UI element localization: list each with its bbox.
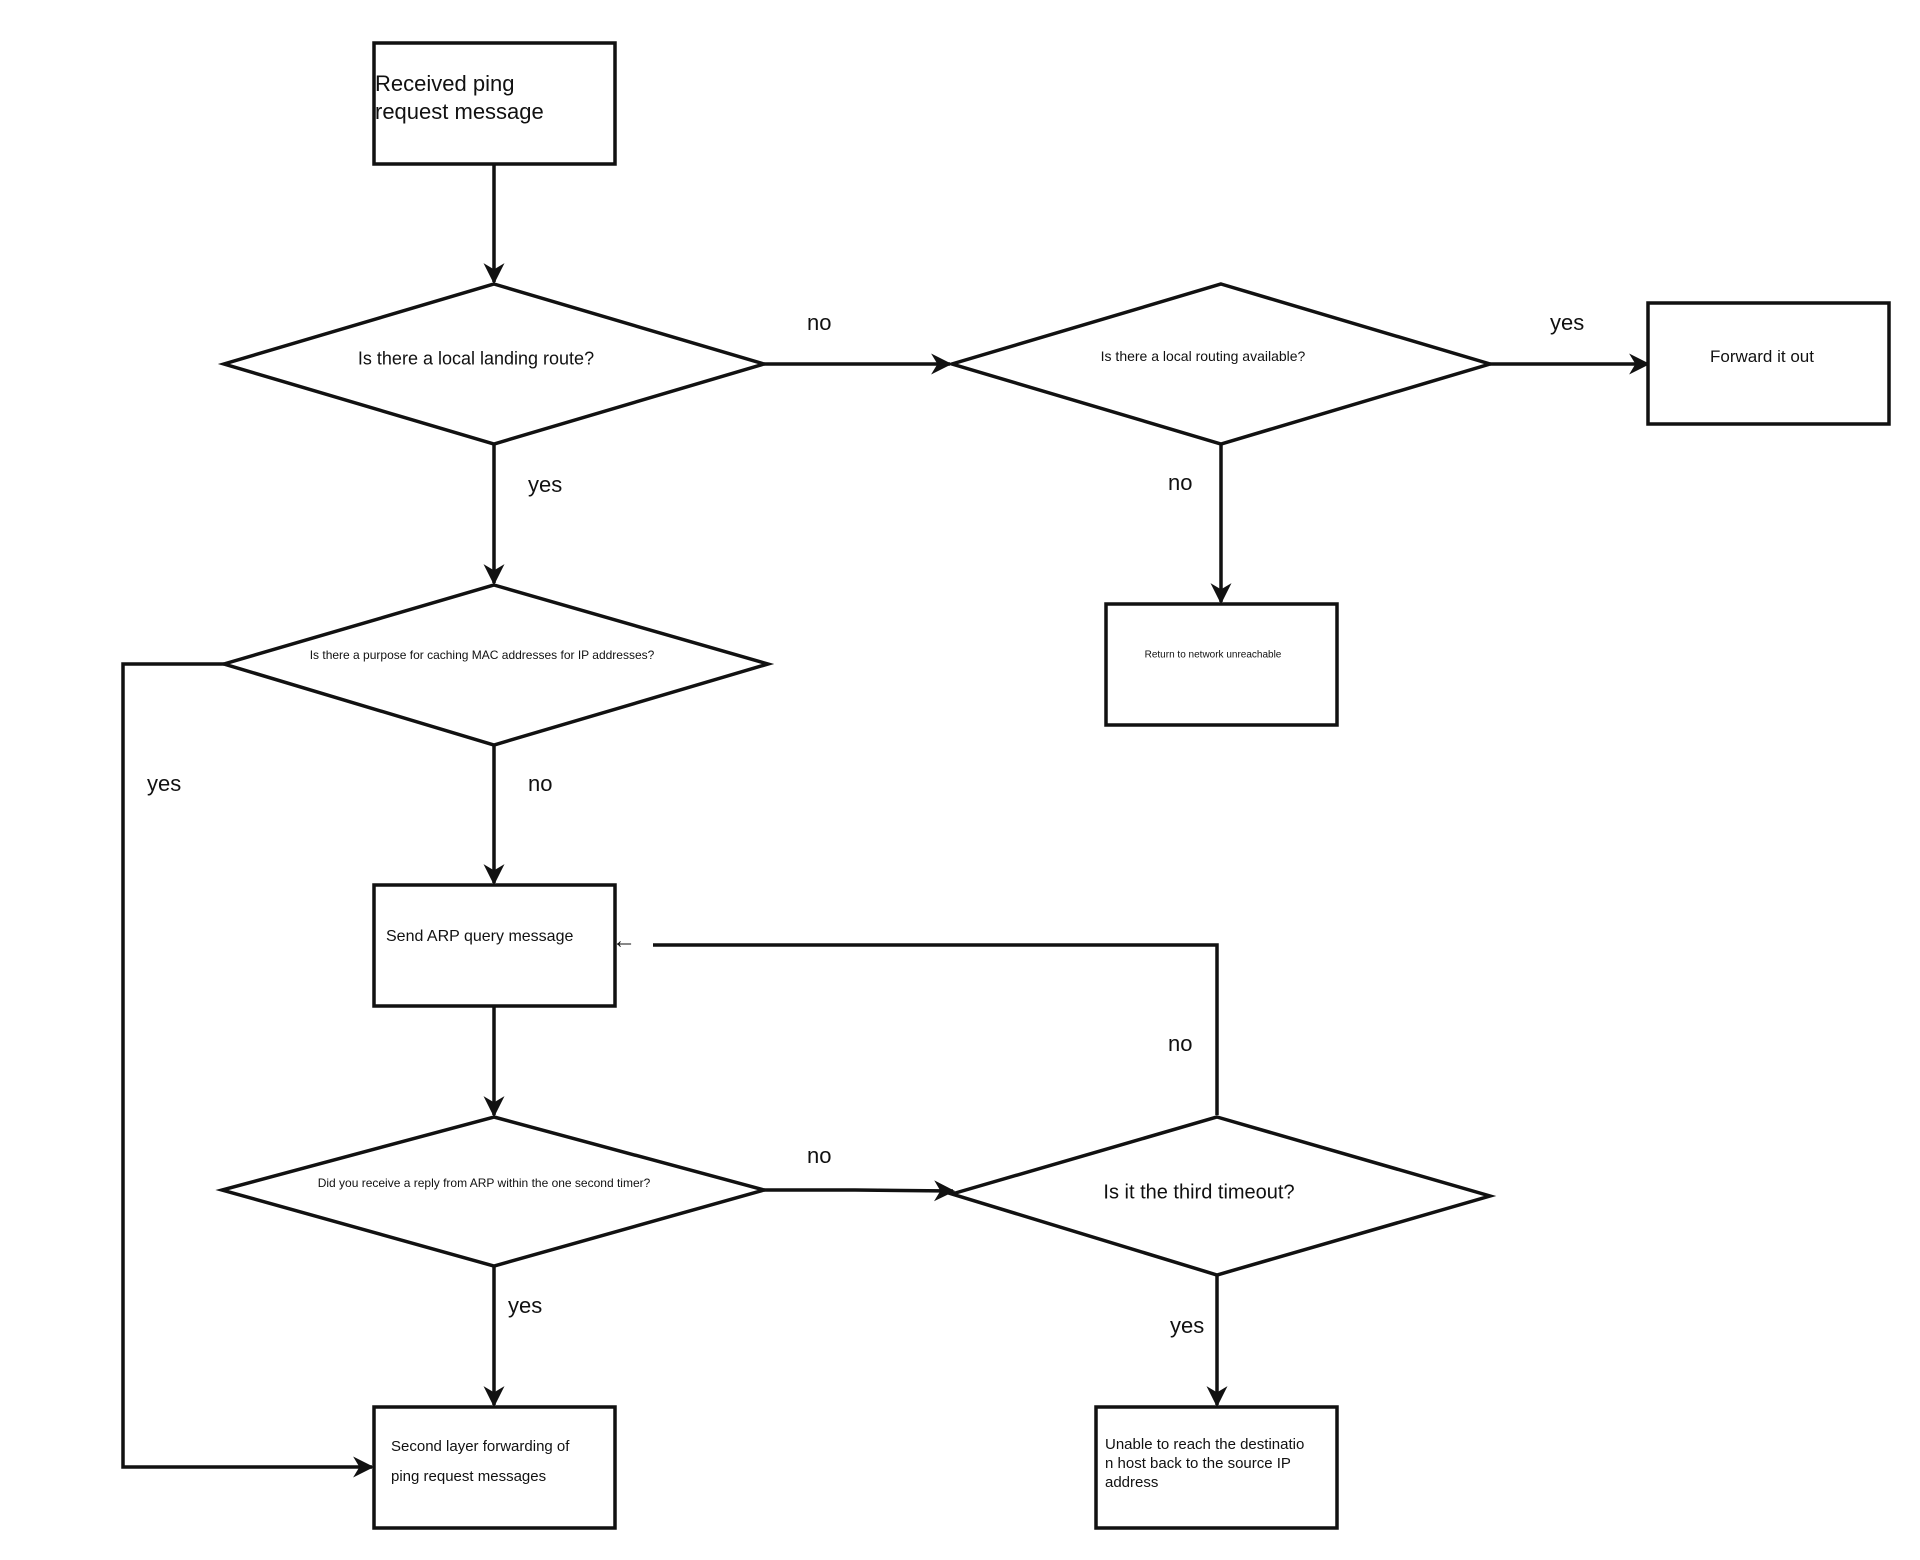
node-send-arp-label: Send ARP query message <box>386 928 574 945</box>
edge-label-cache-no: no <box>528 771 553 796</box>
node-send-arp-box <box>372 883 617 1008</box>
node-third-timeout-diamond <box>945 1115 1497 1277</box>
edge-label-timeout-yes: yes <box>1170 1313 1205 1338</box>
loop-arrow-icon: ← <box>612 927 636 954</box>
node-cannot-reach-box <box>1094 1405 1339 1530</box>
node-cannot-reach-label: Unable to reach the destinatio n host ba… <box>1105 1436 1305 1491</box>
node-forward-box <box>1646 301 1891 426</box>
edge-label-reply-no: no <box>807 1143 832 1168</box>
connector-cache-yes <box>121 662 375 1478</box>
edge-label-reply-yes: yes <box>508 1293 543 1318</box>
edge-label-timeout-no: no <box>1168 1031 1193 1056</box>
node-local-routing-label: Is there a local routing available? <box>1100 348 1306 364</box>
node-cache-diamond <box>217 583 775 747</box>
node-arp-reply-diamond <box>215 1115 771 1268</box>
node-local-routing-diamond <box>945 282 1497 446</box>
edge-label-routing-yes: yes <box>1550 310 1585 335</box>
node-l2-forward-label: Second layer forwarding of ping request … <box>391 1438 570 1485</box>
node-third-timeout-label: Is it the third timeout? <box>1103 1181 1295 1204</box>
edge-label-landing-yes: yes <box>528 472 563 497</box>
edge-label-routing-no: no <box>1168 470 1193 495</box>
connector-reply-no <box>764 1180 956 1202</box>
node-l2-forward-box <box>372 1405 617 1530</box>
node-unreachable-label: Return to network unreachable <box>1144 649 1282 661</box>
node-local-landing-diamond <box>217 282 771 446</box>
connector-timeout-no <box>653 943 1219 1115</box>
edge-label-cache-yes: yes <box>147 771 182 796</box>
node-cache-label: Is there a purpose for caching MAC addre… <box>309 648 655 662</box>
node-received-box <box>372 41 617 166</box>
node-local-landing-label: Is there a local landing route? <box>357 348 595 369</box>
edge-label-landing-no: no <box>807 310 832 335</box>
node-unreachable-box <box>1104 602 1339 727</box>
node-arp-reply-label: Did you receive a reply from ARP within … <box>317 1176 651 1190</box>
node-received-label: Received ping request message <box>375 71 544 124</box>
node-forward-label: Forward it out <box>1710 347 1814 366</box>
